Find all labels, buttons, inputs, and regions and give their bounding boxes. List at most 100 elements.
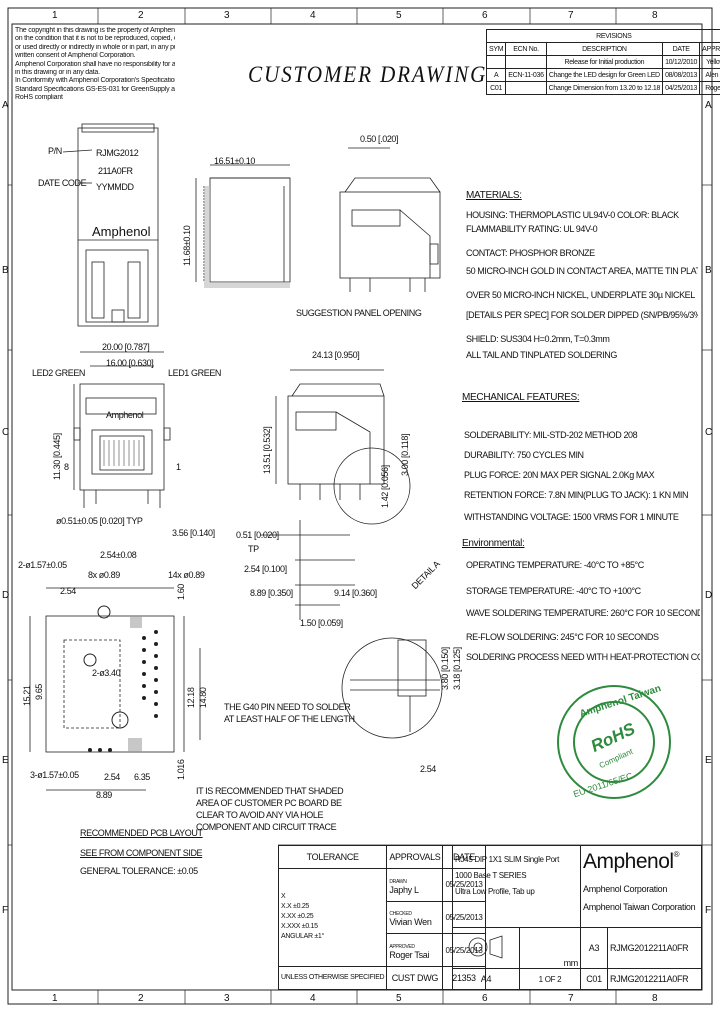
rev-cell: Yellow Ou [699,55,720,69]
rev-cell [505,55,547,69]
pcb-dim-7: 2-ø3.40 [92,668,121,678]
grid-col-4-bottom: 4 [310,993,316,1004]
table-row: C01 Change Dimension from 13.20 to 12.18… [485,81,720,95]
revision-level: C01 [580,968,608,990]
mechanical-line: PLUG FORCE: 20N MAX PER SIGNAL 2.0Kg MAX [464,470,655,480]
rev-header: APPROVED [699,42,720,56]
g40-note-2: AT LEAST HALF OF THE LENGTH [224,714,355,724]
environmental-line: WAVE SOLDERING TEMPERATURE: 260°C FOR 10… [466,608,700,618]
tol-xxx-val: ±0.25 [297,913,314,921]
materials-line: OVER 50 MICRO-INCH NICKEL, UNDERPLATE 30… [466,290,695,300]
grid-col-8-bottom: 8 [652,993,658,1004]
pcb-dim-2: 2-ø1.57±0.05 [18,560,67,570]
materials-line: HOUSING: THERMOPLASTIC UL94V-0 COLOR: BL… [466,210,679,220]
copyright-notice: The copyright in this drawing is the pro… [15,27,175,103]
grid-row-a-right: A [705,100,712,111]
notice-line: in this drawing or in any data. [15,69,100,77]
pcb-layout-caption-2: SEE FROM COMPONENT SIDE [80,848,203,858]
shaded-note-4: COMPONENT AND CIRCUIT TRACE [196,822,337,832]
pcb-dim-14: 6.35 [134,772,150,782]
front-height-dim: 11.30 [0.445] [52,433,62,480]
detail-tail-dim-2: 3.18 [0.125] [452,647,462,690]
rev-cell: A [485,68,507,82]
g40-note-1: THE G40 PIN NEED TO SOLDER [224,702,351,712]
rev-header: DATE [662,42,701,56]
sheet-count: 1 OF 2 [519,968,581,990]
company-1: Amphenol Corporation [583,884,668,894]
panel-caption: SUGGESTION PANEL OPENING [296,308,422,318]
tol-xx: X.X [281,903,292,911]
grid-row-d: D [2,590,9,601]
pin-8-label: 8 [64,462,69,472]
mechanical-line: WITHSTANDING VOLTAGE: 1500 VRMS FOR 1 MI… [464,512,679,522]
pcb-dim-8: 15.21 [22,685,32,706]
materials-line: FLAMMABILITY RATING: UL 94V-0 [466,224,598,234]
description-3: Ultra Low Profile, Tab up [455,887,535,896]
grid-col-2-bottom: 2 [138,993,144,1004]
environmental-line: SOLDERING PROCESS NEED WITH HEAT-PROTECT… [466,652,700,662]
checked-by: Vivian Wen [389,917,432,928]
front-width-dim: 20.00 [0.787] [102,342,150,352]
tail-dim: ø0.51±0.05 [0.020] TYP [56,516,143,526]
rev-cell: 08/08/2013 [662,68,701,82]
units-note: UNLESS OTHERWISE SPECIFIED [277,965,388,991]
rev-header: ECN No. [505,42,547,56]
side-dim-a3: 8.89 [0.350] [250,588,293,598]
materials-line: [DETAILS PER SPEC] FOR SOLDER DIPPED (SN… [466,310,698,320]
revisions-title: REVISIONS [486,29,720,43]
grid-col-6-bottom: 6 [482,993,488,1004]
pcb-layout-caption: RECOMMENDED PCB LAYOUT [80,828,203,838]
rev-cell: Release for Initial production [545,55,664,69]
pcb-dim-10: 12.18 [186,687,196,708]
shaded-note-3: CLEAR TO AVOID ANY VIA HOLE [196,810,324,820]
part-marking: RJMG2012 [96,148,139,158]
grid-col-7: 7 [568,10,574,21]
grid-row-c-right: C [705,427,712,438]
notice-line: The copyright in this drawing is the pro… [15,27,175,34]
pin-1-label: 1 [176,462,181,472]
notice-line: or used directly or indirectly in whole … [15,43,175,51]
detail-hole-dim: 2.54 [420,764,436,774]
notice-line: RoHS compliant [15,94,63,102]
mechanical-line: DURABILITY: 750 CYCLES MIN [464,450,584,460]
grid-row-b-right: B [705,265,712,276]
grid-row-e-right: E [705,755,712,766]
side-height-dim: 13.51 [0.532] [262,426,272,474]
front-inner-width-dim: 16.00 [0.630] [106,358,154,368]
pcb-dim-16: 1.016 [176,759,186,780]
rev-cell: Change Dimension from 13.20 to 12.18 [545,81,664,95]
general-tolerance: GENERAL TOLERANCE: ±0.05 [80,866,198,876]
shaded-note-2: AREA OF CUSTOMER PC BOARD BE [196,798,342,808]
table-row: A ECN-11-036 Change the LED design for G… [485,68,720,82]
side-dim-a1: 0.51 [0.020] [236,530,279,540]
rev-cell: Alen Chen [699,68,720,82]
tol-xxx: X.XX [281,913,296,921]
amphenol-logo: Amphenol® [583,850,680,873]
grid-row-e: E [2,755,9,766]
mechanical-line: RETENTION FORCE: 7.8N MIN(PLUG TO JACK):… [464,490,689,500]
grid-row-f-right: F [705,905,711,916]
grid-col-6: 6 [482,10,488,21]
description-2: 1000 Base T SERIES [455,871,527,880]
revisions-table: REVISIONS SYM ECN No. DESCRIPTION DATE A… [485,29,720,95]
description-1: RJ45 DIP 1X1 SLIM Single Port [455,855,560,864]
approved-by: Roger Tsai [389,950,430,960]
tolerance-header: TOLERANCE [277,844,388,870]
grid-row-f: F [2,905,8,916]
rev-cell: 04/25/2013 [662,81,701,95]
drawn-by: Japhy L [389,884,419,895]
pcb-dim-1: 2.54±0.08 [100,550,137,560]
grid-col-3-bottom: 3 [224,993,230,1004]
environmental-heading: Environmental: [462,538,525,549]
pcb-dim-4: 14x ø0.89 [168,570,205,580]
date-code-label: DATE CODE [38,178,87,188]
rev-header: SYM [485,42,507,56]
side-tail-dim: 1.42 [0.056] [380,465,390,508]
panel-top-dim: 0.50 [.020] [360,134,399,144]
led-right-label: LED1 GREEN [168,368,222,378]
pcb-dim-11: 14.80 [198,687,208,708]
pcb-dim-12: 3-ø1.57±0.05 [30,770,79,780]
table-row: Release for Initial production 10/12/201… [485,55,720,69]
pcb-dim-6: 2.54 [60,586,76,596]
